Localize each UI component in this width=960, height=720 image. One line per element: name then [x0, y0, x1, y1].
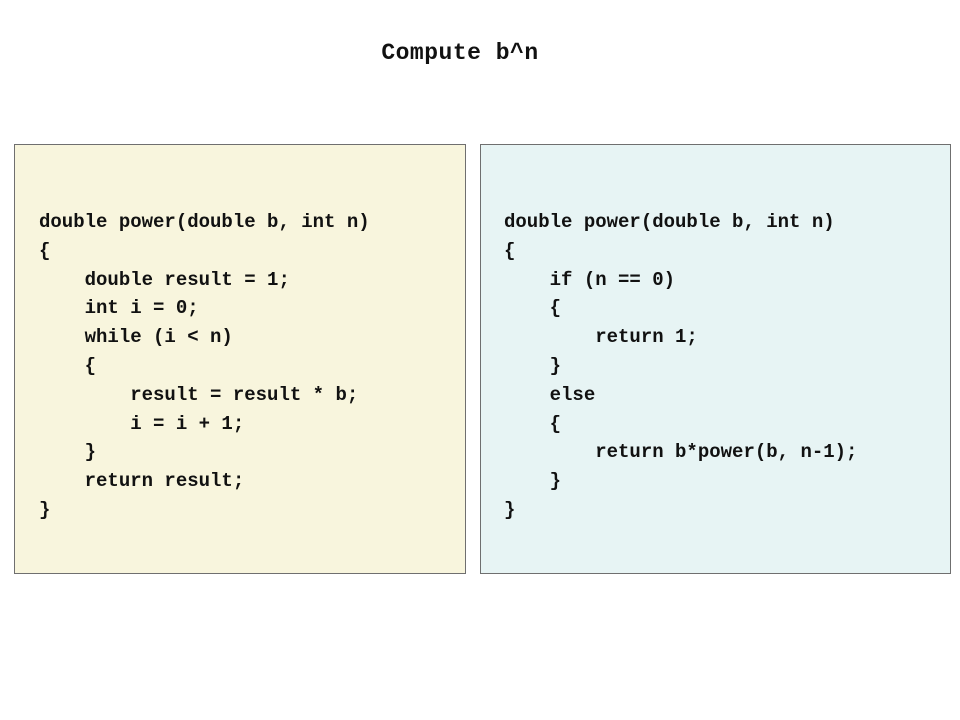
code-line: } — [504, 498, 516, 521]
code-line: { — [504, 239, 516, 262]
recursive-code-panel: double power(double b, int n) { if (n == … — [480, 144, 951, 574]
code-line: { — [39, 239, 51, 262]
iterative-code-block: double power(double b, int n) { double re… — [39, 208, 370, 525]
code-line: } — [504, 470, 562, 493]
code-line: double power(double b, int n) — [39, 211, 370, 233]
code-line: double result = 1; — [39, 268, 290, 291]
code-line: if (n == 0) — [504, 268, 676, 291]
recursive-code-block: double power(double b, int n) { if (n == … — [504, 208, 857, 525]
code-line: } — [39, 441, 97, 464]
code-line: i = i + 1; — [39, 412, 245, 435]
code-line: int i = 0; — [39, 297, 199, 320]
code-line: return b*power(b, n-1); — [504, 441, 858, 464]
code-line: else — [504, 383, 596, 406]
code-line: return result; — [39, 470, 245, 493]
code-line: } — [39, 498, 51, 521]
code-line: { — [504, 412, 562, 435]
code-line: while (i < n) — [39, 326, 233, 349]
page-title: Compute b^n — [381, 40, 539, 66]
code-line: result = result * b; — [39, 383, 359, 406]
code-line: double power(double b, int n) — [504, 211, 835, 233]
iterative-code-panel: double power(double b, int n) { double re… — [14, 144, 466, 574]
code-line: { — [504, 297, 562, 320]
code-line: } — [504, 354, 562, 377]
code-line: { — [39, 354, 97, 377]
code-line: return 1; — [504, 326, 698, 349]
